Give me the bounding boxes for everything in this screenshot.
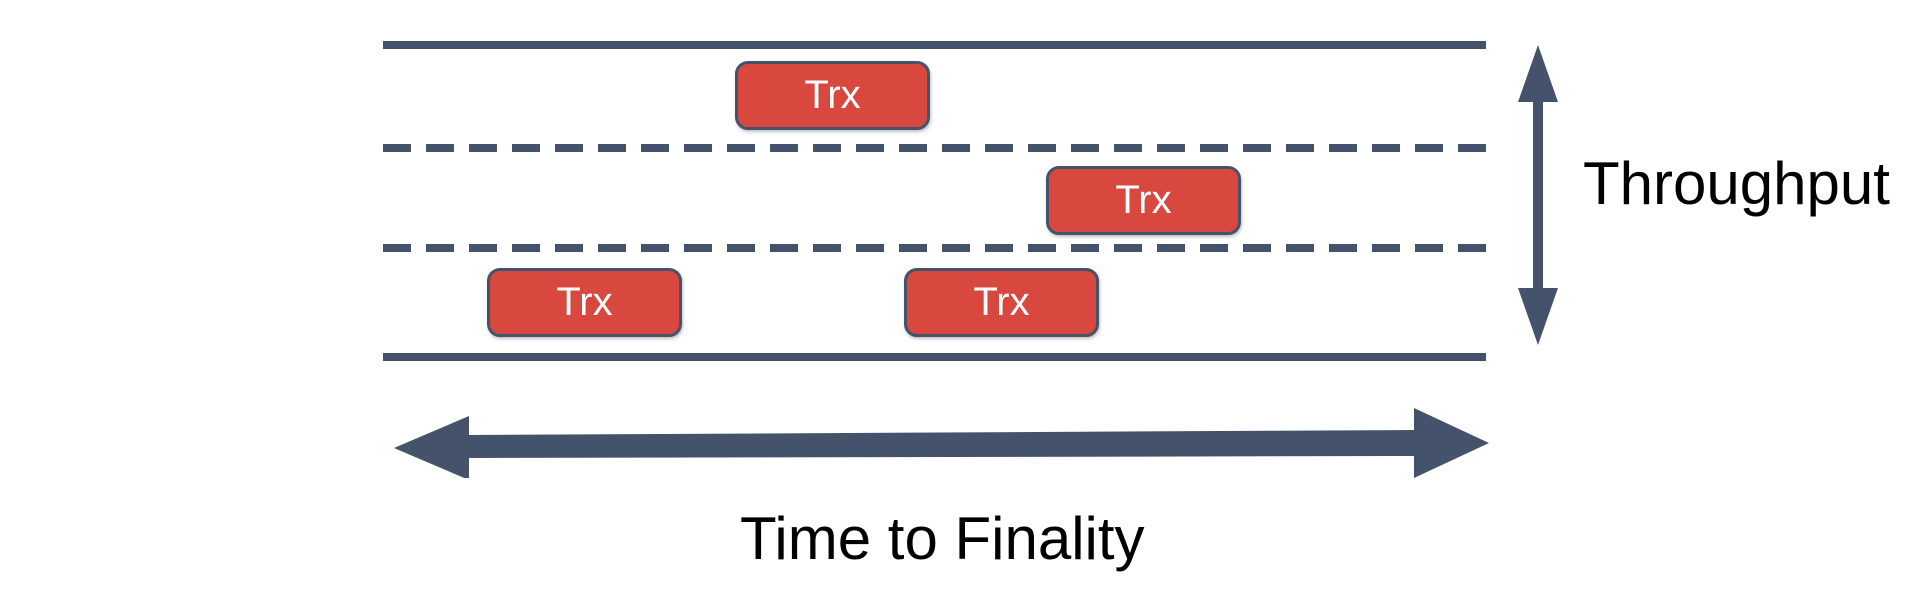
throughput-axis-label: Throughput bbox=[1583, 150, 1890, 217]
lane-boundary-bottom bbox=[383, 353, 1486, 361]
transaction-block: Trx bbox=[487, 268, 682, 337]
lane-boundary-lower-dashed bbox=[383, 244, 1486, 252]
double-headed-arrow-vertical-icon bbox=[1518, 45, 1558, 345]
time-to-finality-axis-label: Time to Finality bbox=[740, 505, 1145, 572]
lane-boundary-upper-dashed bbox=[383, 144, 1486, 152]
double-headed-arrow-horizontal-icon bbox=[394, 408, 1489, 478]
lane-boundary-top bbox=[383, 41, 1486, 49]
transaction-block: Trx bbox=[1046, 166, 1241, 235]
transaction-block: Trx bbox=[904, 268, 1099, 337]
transaction-block: Trx bbox=[735, 61, 930, 130]
